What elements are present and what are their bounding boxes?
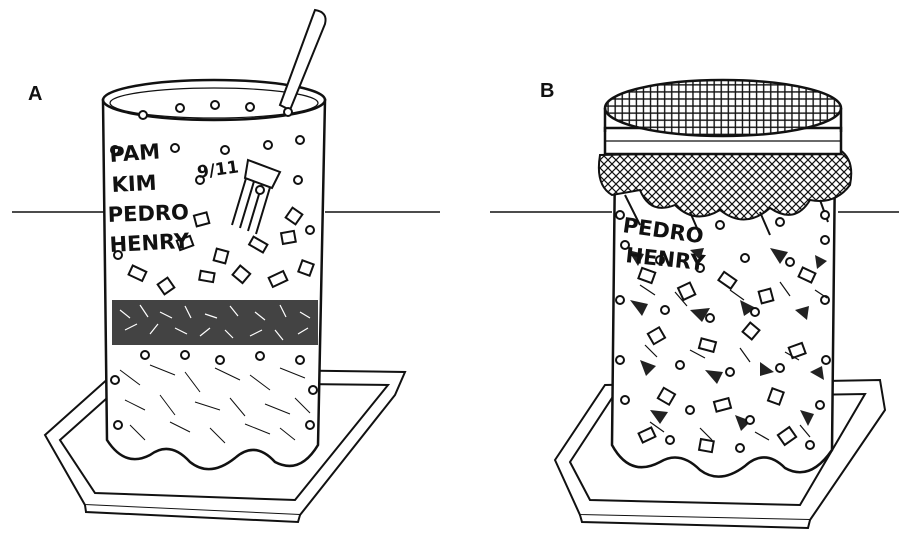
jar-a-name-2: KIM [111, 171, 157, 197]
panel-a: A [12, 10, 440, 522]
panel-b-label: B [540, 80, 554, 102]
jar-a-name-1: PAM [109, 140, 161, 167]
jar-a-name-3: PEDRO [107, 200, 189, 227]
jar-a-name-4: HENRY [109, 229, 191, 257]
jar-lid [605, 80, 841, 154]
panel-b: B [490, 80, 899, 528]
panel-a-label: A [28, 83, 42, 105]
